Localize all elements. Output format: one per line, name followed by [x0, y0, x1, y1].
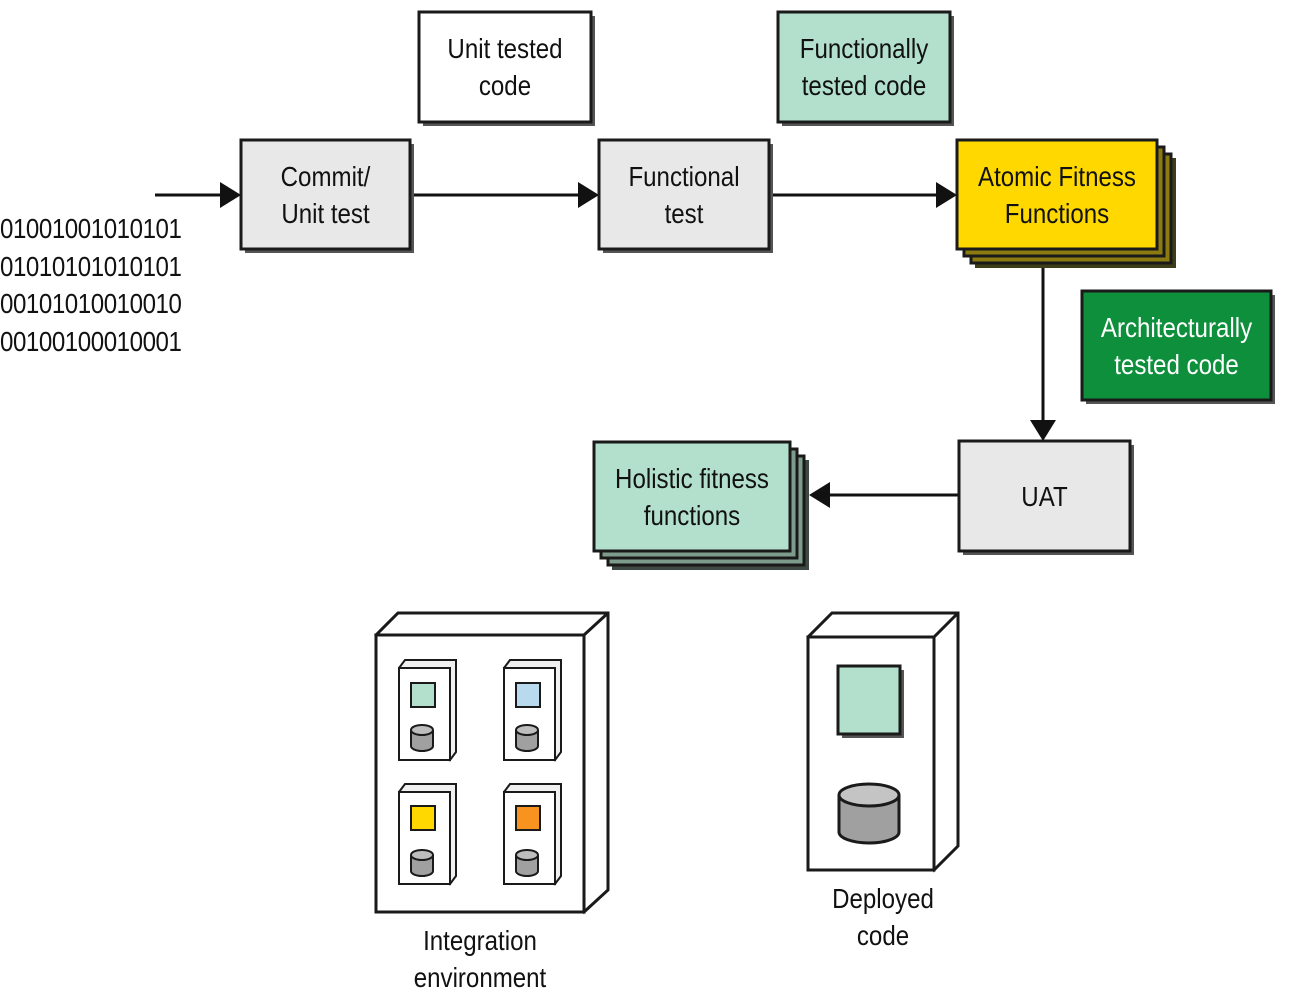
architecturally-tested-code-box [1080, 289, 1275, 404]
functionally-tested-code-label: Functionally tested code [799, 33, 929, 101]
commit-unit-test-label: Commit/ Unit test [280, 160, 371, 229]
deployed-code-label: Deployed code [832, 883, 934, 951]
arrow-input-to-commit [155, 182, 241, 208]
commit-unit-test-box [239, 138, 414, 253]
holistic-fitness-functions-label: Holistic fitness functions [615, 462, 769, 531]
uat-box [957, 439, 1134, 555]
mini-server-orange [502, 783, 562, 886]
binary-code-input: 01001001010101 01010101010101 0010101001… [0, 210, 182, 360]
functionally-tested-code-box [776, 10, 954, 126]
arrow-functional-to-atomic [769, 182, 957, 208]
atomic-fitness-functions-stack [955, 138, 1176, 268]
functional-test-label: Functional test [628, 160, 740, 229]
architecturally-tested-code-label: Architecturally tested code [1100, 311, 1253, 380]
deployed-code-cabinet [806, 611, 960, 873]
functional-test-box [597, 138, 773, 253]
mini-server-mint [397, 659, 457, 762]
binary-line: 01001001010101 [0, 213, 182, 244]
mini-server-blue [502, 659, 562, 762]
mini-server-yellow [397, 783, 457, 886]
atomic-fitness-functions-label: Atomic Fitness Functions [978, 160, 1136, 229]
binary-line: 00101010010010 [0, 288, 182, 319]
uat-label: UAT [1021, 480, 1068, 512]
holistic-fitness-functions-stack [592, 440, 809, 570]
binary-line: 00100100010001 [0, 325, 182, 357]
integration-environment-label: Integration environment [413, 925, 547, 993]
unit-tested-code-label: Unit tested code [447, 33, 563, 101]
arrow-uat-to-holistic [809, 482, 959, 508]
arrow-commit-to-functional [410, 182, 599, 208]
binary-line: 01010101010101 [0, 250, 182, 282]
unit-tested-code-box [417, 10, 595, 126]
arrow-atomic-to-uat [1030, 250, 1056, 441]
